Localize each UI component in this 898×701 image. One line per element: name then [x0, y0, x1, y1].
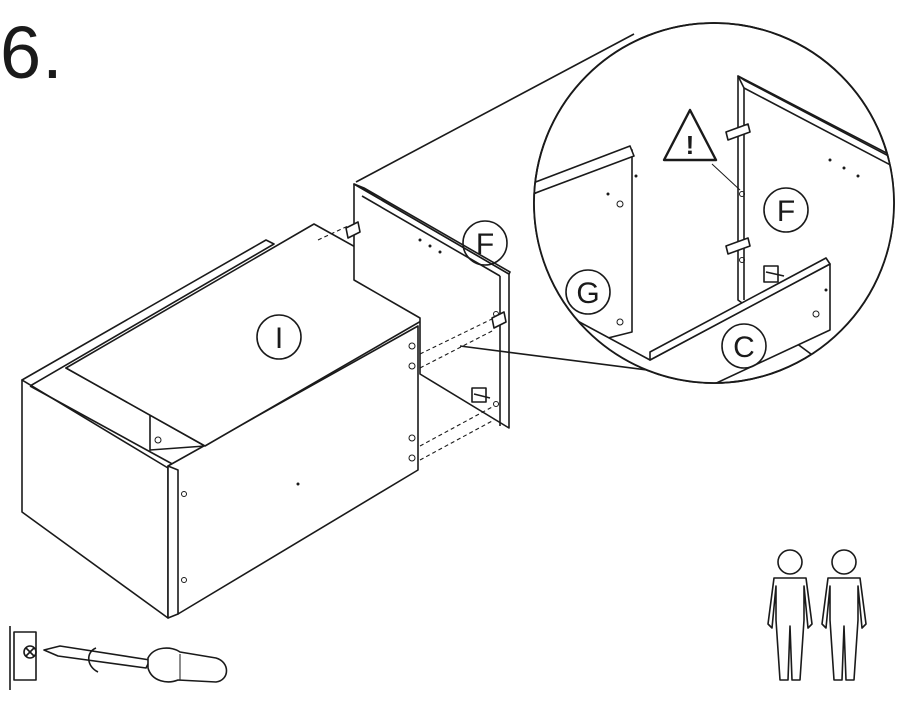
part-label-c: C — [733, 331, 755, 364]
side-panel-f: F — [317, 183, 511, 461]
warning-mark: ! — [686, 130, 695, 160]
two-person-icon — [767, 549, 867, 681]
part-label-f-main: F — [476, 228, 494, 261]
part-label-g: G — [576, 277, 599, 310]
step-number: 6. — [0, 11, 64, 94]
zoom-leader-top — [355, 33, 635, 183]
part-label-f-zoom: F — [777, 195, 795, 228]
warning-triangle-icon: ! — [662, 108, 741, 191]
part-label-i: I — [275, 322, 283, 355]
screwdriver-icon — [9, 626, 228, 690]
cabinet-carcass — [21, 239, 419, 619]
